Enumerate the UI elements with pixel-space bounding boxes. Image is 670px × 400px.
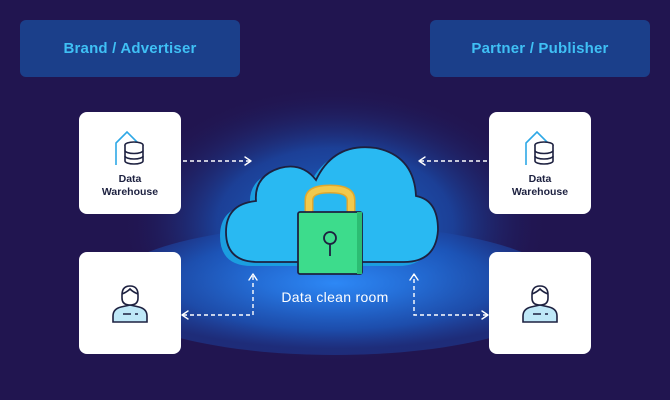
arrow-icon xyxy=(181,310,189,320)
left-user-card xyxy=(79,252,181,354)
house-database-icon xyxy=(525,130,554,165)
arrow-icon xyxy=(248,273,258,281)
user-cloud-arrow-right xyxy=(413,275,487,316)
data-clean-room-label: Data clean room xyxy=(281,289,389,305)
user-icon xyxy=(112,285,148,323)
brand-advertiser-header: Brand / Advertiser xyxy=(20,20,240,77)
cloud-icon xyxy=(220,146,439,266)
left-data-warehouse-label: Data Warehouse xyxy=(101,173,159,198)
user-cloud-arrow-left xyxy=(183,275,254,316)
right-user-card xyxy=(489,252,591,354)
padlock-icon xyxy=(297,184,363,275)
arrow-icon xyxy=(409,273,419,281)
left-data-warehouse-card: Data Warehouse xyxy=(79,112,181,214)
house-database-icon xyxy=(115,130,144,165)
arrow-icon xyxy=(481,310,489,320)
partner-publisher-header: Partner / Publisher xyxy=(430,20,650,77)
right-data-warehouse-card: Data Warehouse xyxy=(489,112,591,214)
user-icon xyxy=(522,285,558,323)
arrow-icon xyxy=(418,156,426,166)
right-data-warehouse-label: Data Warehouse xyxy=(511,173,569,198)
arrow-icon xyxy=(244,156,252,166)
